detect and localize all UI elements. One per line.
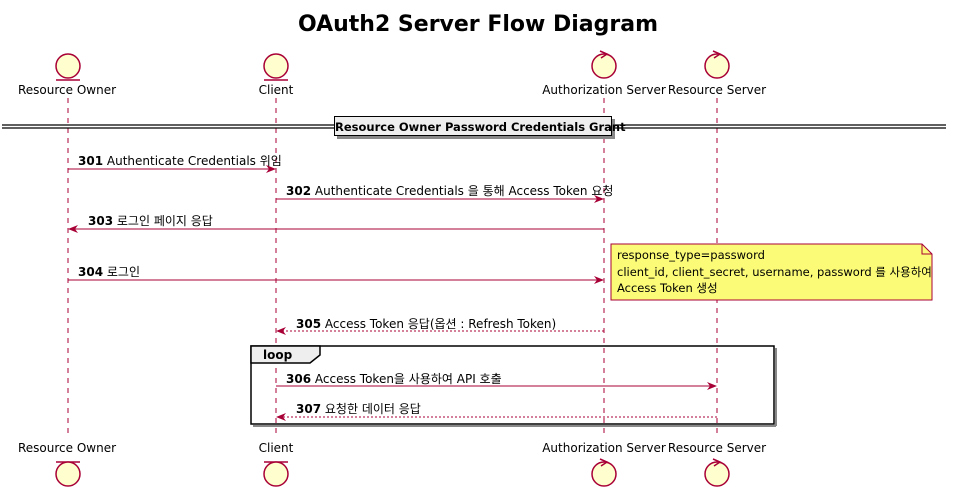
message-number: 306 — [286, 372, 312, 386]
participant-label-authorization-server-bottom: Authorization Server — [542, 441, 666, 455]
message-arrows — [68, 165, 717, 421]
entity-icon-client-bottom — [263, 461, 289, 487]
message-text: Authenticate Credentials 위임 — [106, 154, 282, 168]
message-303: 303 로그인 페이지 응답 — [88, 212, 213, 229]
message-text: 로그인 — [106, 265, 141, 279]
message-number: 307 — [296, 402, 322, 416]
control-icon-authorization-server-top — [591, 50, 617, 79]
entity-icon-resource-owner-top — [55, 53, 81, 81]
message-text: 로그인 페이지 응답 — [116, 214, 213, 228]
message-number: 303 — [88, 214, 114, 228]
message-text: Authenticate Credentials 을 통해 Access Tok… — [314, 184, 614, 198]
control-icon-authorization-server-bottom — [591, 458, 617, 487]
message-306: 306 Access Token을 사용하여 API 호출 — [286, 370, 502, 387]
message-text: 요청한 데이터 응답 — [324, 402, 421, 416]
message-302: 302 Authenticate Credentials 을 통해 Access… — [286, 182, 613, 199]
loop-frame — [250, 345, 777, 427]
participant-label-resource-server-bottom: Resource Server — [667, 441, 767, 455]
loop-label: loop — [263, 348, 293, 362]
note-line: response_type=password — [617, 248, 765, 262]
participant-label-resource-owner-bottom: Resource Owner — [17, 441, 117, 455]
note-line: client_id, client_secret, username, pass… — [617, 264, 932, 279]
entity-icon-resource-owner-bottom — [55, 461, 81, 487]
participant-label-resource-owner-top: Resource Owner — [17, 83, 117, 97]
message-number: 305 — [296, 317, 322, 331]
message-number: 304 — [78, 265, 104, 279]
message-number: 301 — [78, 154, 104, 168]
note: response_type=password client_id, client… — [611, 244, 933, 300]
message-text: Access Token을 사용하여 API 호출 — [314, 372, 502, 386]
participant-label-client-bottom: Client — [258, 441, 294, 455]
entity-icon-client-top — [263, 53, 289, 81]
message-304: 304 로그인 — [78, 263, 140, 280]
message-number: 302 — [286, 184, 312, 198]
note-line: Access Token 생성 — [617, 281, 718, 295]
message-text: Access Token 응답(옵션 : Refresh Token) — [324, 317, 557, 331]
diagram-title: OAuth2 Server Flow Diagram — [297, 12, 658, 37]
participant-label-client-top: Client — [258, 83, 294, 97]
message-305: 305 Access Token 응답(옵션 : Refresh Token) — [296, 315, 556, 332]
control-icon-resource-server-bottom — [704, 458, 730, 487]
lifelines — [67, 98, 718, 436]
note-shape — [610, 243, 933, 301]
divider-label: Resource Owner Password Credentials Gran… — [334, 116, 626, 136]
participant-label-resource-server-top: Resource Server — [667, 83, 767, 97]
participant-label-authorization-server-top: Authorization Server — [542, 83, 666, 97]
control-icon-resource-server-top — [704, 50, 730, 79]
message-301: 301 Authenticate Credentials 위임 — [78, 152, 282, 169]
message-307: 307 요청한 데이터 응답 — [296, 400, 421, 417]
